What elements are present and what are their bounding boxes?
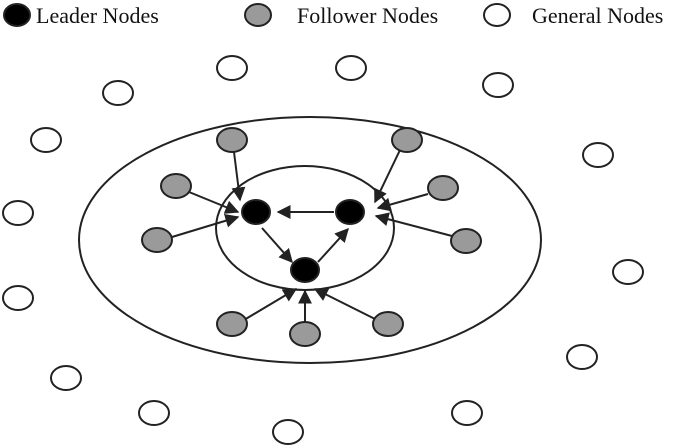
general-node [272,419,304,445]
follower-node [450,228,482,254]
legend-leader-label: Leader Nodes [36,3,159,28]
edge-follower-2-to-leader-1 [188,191,240,214]
legend-item-leader: Leader Nodes [3,3,159,28]
edge-follower-3-to-leader-1 [171,213,240,238]
legend-general-label: General Nodes [532,3,663,28]
general-node [216,55,248,81]
edge-follower-9-to-leader-3 [313,288,376,320]
general-node [102,80,134,106]
general-node [50,365,82,391]
general-node [482,72,514,98]
follower-node [289,321,321,347]
outer-boundary-ellipse [78,116,542,364]
follower-node [216,311,248,337]
legend-follower-label: Follower Nodes [297,3,438,28]
general-node [2,200,34,226]
edge-leader-3-to-leader-2 [317,227,349,263]
leader-node [290,257,320,283]
edge-follower-7-to-leader-3 [243,288,298,321]
general-node [566,344,598,370]
general-node [2,285,34,311]
follower-node [141,227,173,253]
follower-node [427,175,459,201]
leader-node [241,199,271,225]
leader-nodes [241,199,365,283]
general-nodes [2,55,644,445]
general-node-swatch [483,3,511,27]
edge-leader-1-to-leader-3 [261,227,293,264]
follower-edges [171,149,453,322]
general-node [582,142,614,168]
legend-item-follower: Follower Nodes [244,3,438,28]
follower-node [160,173,192,199]
legend-item-general: General Nodes [483,3,663,28]
follower-node [372,311,404,337]
legend: Leader Nodes Follower Nodes General Node… [3,3,663,28]
follower-node-swatch [244,3,272,27]
edge-follower-5-to-leader-2 [376,193,429,212]
edge-follower-4-to-leader-2 [374,149,401,204]
leader-node [335,199,365,225]
general-node [30,127,62,153]
general-node [612,259,644,285]
edge-follower-6-to-leader-2 [374,212,453,237]
edge-follower-1-to-leader-1 [231,151,246,202]
leader-edges [261,205,349,264]
follower-nodes [141,127,482,347]
leader-node-swatch [3,3,31,27]
general-node [451,400,483,426]
follower-node [391,127,423,153]
general-node [335,55,367,81]
general-node [138,400,170,426]
follower-node [216,127,248,153]
